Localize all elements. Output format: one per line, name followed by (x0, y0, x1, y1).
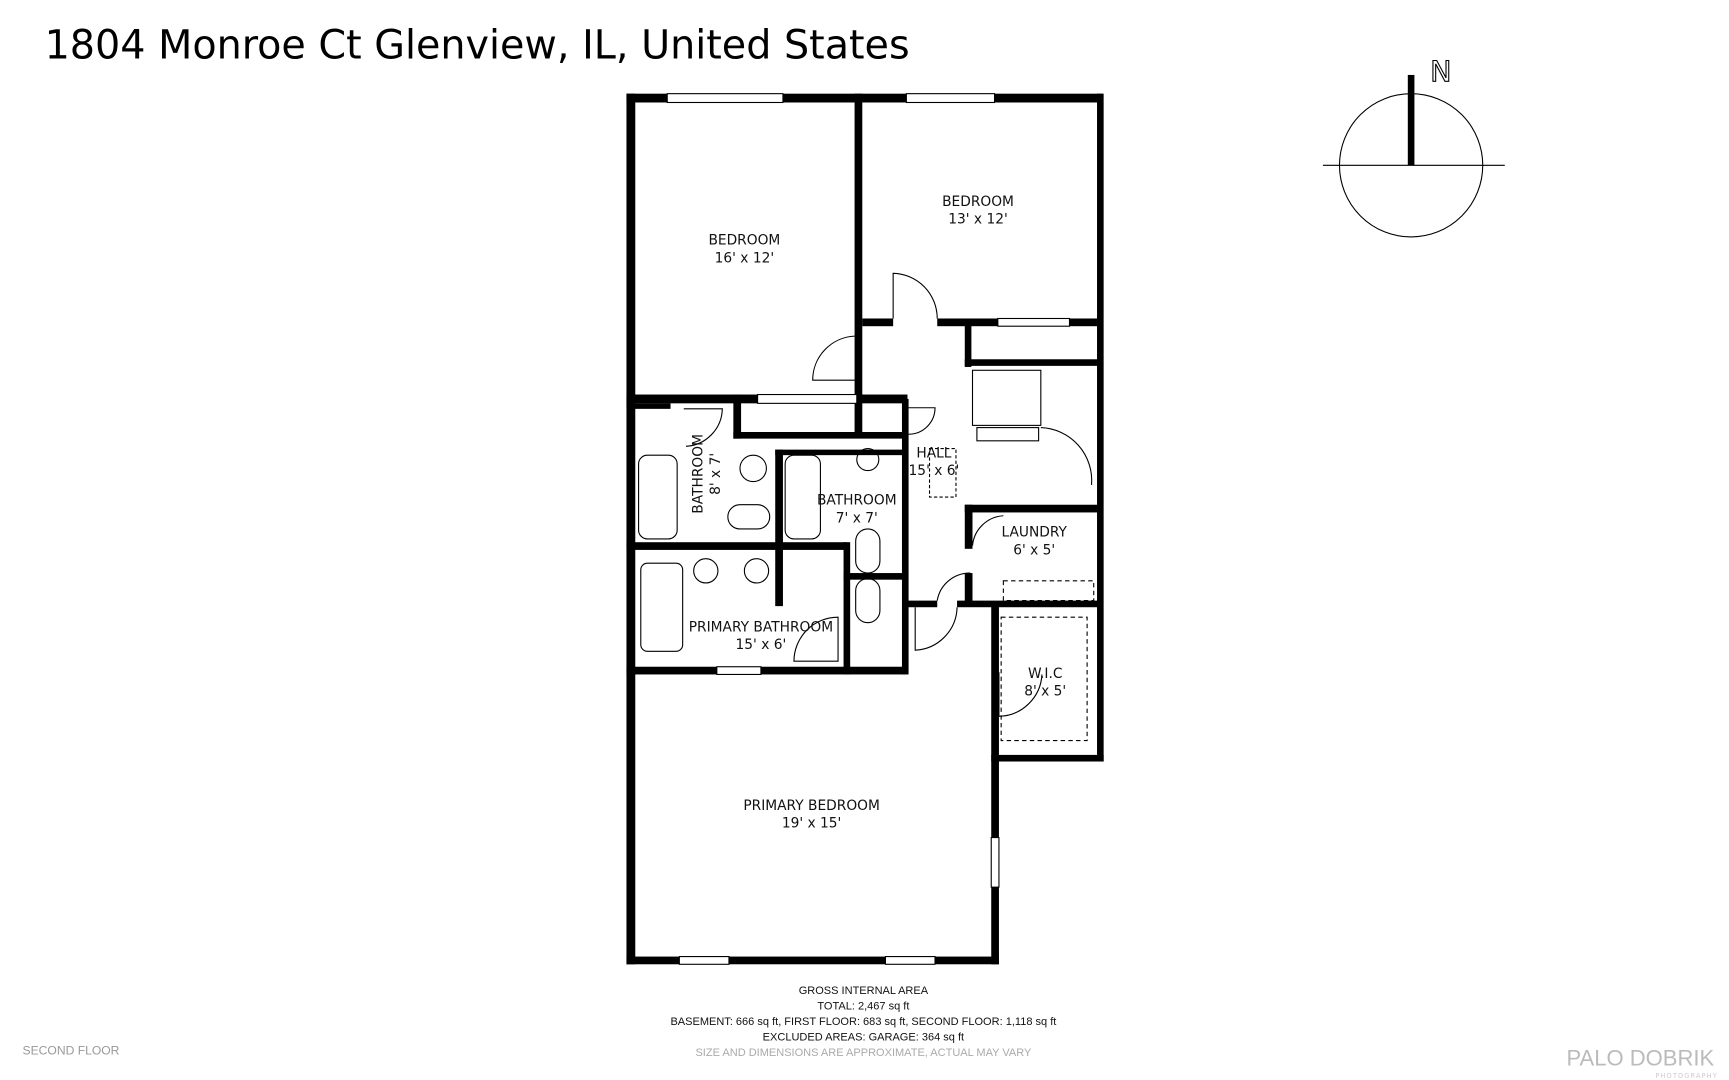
room-hall: HALL 15' x 6' (909, 445, 960, 479)
floor-label: SECOND FLOOR (23, 1044, 120, 1058)
room-size: 8' x 5' (1024, 683, 1066, 699)
room-name: BEDROOM (708, 233, 780, 249)
room-name: BEDROOM (942, 194, 1014, 210)
room-bedroom-2: BEDROOM 13' x 12' (942, 194, 1014, 228)
svg-text:PALO DOBRIK: PALO DOBRIK (1566, 1046, 1714, 1071)
svg-text:PHOTOGRAPHY: PHOTOGRAPHY (1655, 1072, 1717, 1080)
room-size: 16' x 12' (715, 250, 775, 266)
area-summary: GROSS INTERNAL AREA TOTAL: 2,467 sq ft B… (670, 985, 1056, 1059)
room-primary-bedroom: PRIMARY BEDROOM 19' x 15' (743, 798, 880, 832)
room-primary-bathroom: PRIMARY BATHROOM 15' x 6' (689, 619, 833, 653)
room-name: PRIMARY BEDROOM (743, 798, 880, 814)
room-name: BATHROOM (817, 493, 897, 509)
area-heading: GROSS INTERNAL AREA (799, 985, 929, 997)
area-total: TOTAL: 2,467 sq ft (817, 1000, 909, 1012)
logo: PALO DOBRIK PHOTOGRAPHY (1566, 1046, 1717, 1080)
doors (683, 272, 1043, 717)
room-wic: W.I.C8' x 5' (1024, 666, 1066, 700)
area-excluded: EXCLUDED AREAS: GARAGE: 364 sq ft (763, 1031, 964, 1043)
room-size: 19' x 15' (782, 816, 842, 832)
room-size: 15' x 6' (909, 463, 960, 479)
north-arrow-icon (1407, 74, 1415, 166)
page-title: 1804 Monroe Ct Glenview, IL, United Stat… (45, 22, 910, 68)
room-name: LAUNDRY (1001, 525, 1067, 541)
room-name: W.I.C (1028, 666, 1062, 682)
room-name: BATHROOM (691, 434, 707, 514)
disclaimer: SIZE AND DIMENSIONS ARE APPROXIMATE, ACT… (695, 1047, 1032, 1059)
room-size: 6' x 5' (1013, 542, 1055, 558)
room-size: 7' x 7' (836, 510, 878, 526)
room-name: PRIMARY BATHROOM (689, 619, 833, 635)
room-size: 13' x 12' (948, 212, 1008, 228)
room-size: 8' x 7' (708, 453, 724, 495)
area-floors: BASEMENT: 666 sq ft, FIRST FLOOR: 683 sq… (670, 1016, 1056, 1028)
room-size: 15' x 6' (736, 637, 787, 653)
north-label: N (1430, 55, 1451, 89)
compass: N (1322, 54, 1505, 238)
room-name: HALL (916, 445, 951, 461)
windows (666, 93, 1071, 965)
